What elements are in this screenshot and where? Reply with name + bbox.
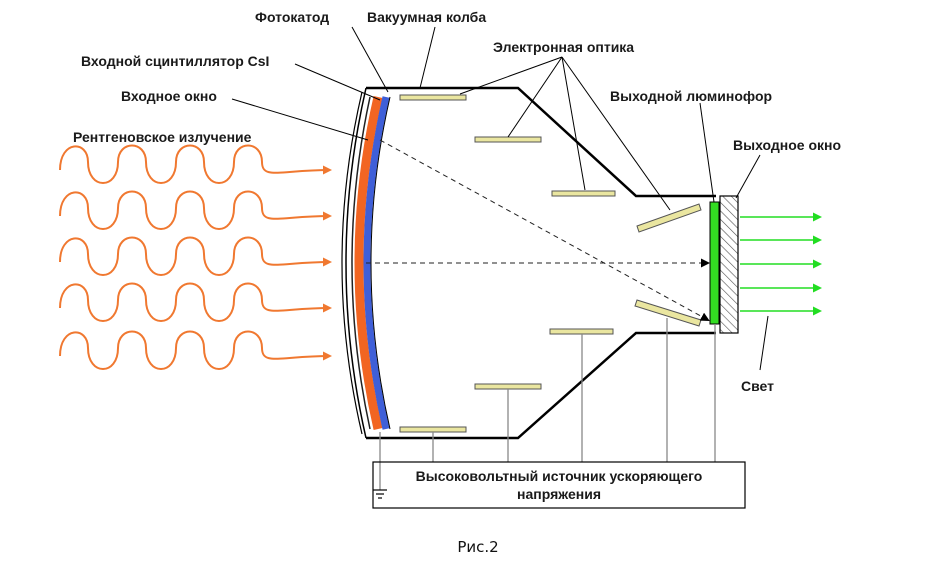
xray-wave [59, 144, 332, 184]
electrode [551, 190, 616, 197]
electrode [549, 328, 614, 335]
xray-wave [59, 282, 332, 322]
light-arrows [740, 212, 822, 316]
scintillator-layer [354, 95, 383, 431]
electrode [636, 203, 702, 233]
figure-caption: Рис.2 [457, 538, 498, 556]
label-electron-optics: Электронная оптика [493, 39, 634, 55]
leader-lines [231, 26, 769, 371]
label-hv-source-line2: напряжения [517, 486, 601, 502]
xray-wave [59, 330, 332, 370]
electrode [399, 94, 467, 101]
label-output-phosphor: Выходной люминофор [610, 88, 772, 104]
input-window [351, 96, 371, 430]
output-phosphor [709, 201, 720, 325]
electrode [474, 383, 542, 390]
xray-waves [59, 144, 332, 370]
xray-wave [59, 190, 332, 230]
label-xray: Рентгеновское излучение [73, 129, 252, 145]
label-input-window: Входное окно [121, 88, 217, 104]
label-photocathode: Фотокатод [255, 9, 329, 25]
output-window [719, 195, 739, 334]
electrode [634, 299, 702, 327]
hv-wires [379, 318, 716, 490]
electrode [474, 136, 542, 143]
ground-icon [373, 489, 387, 499]
label-input-scintillator: Входной сцинтиллятор CsI [81, 53, 269, 69]
label-light: Свет [741, 378, 774, 394]
xray-wave [59, 236, 332, 276]
label-output-window: Выходное окно [733, 137, 841, 153]
hv-source-box [372, 461, 746, 509]
electrode [399, 426, 467, 433]
label-hv-source-line1: Высоковольтный источник ускоряющего [416, 468, 703, 484]
electron-paths [366, 139, 710, 321]
label-vacuum-flask: Вакуумная колба [367, 9, 486, 25]
